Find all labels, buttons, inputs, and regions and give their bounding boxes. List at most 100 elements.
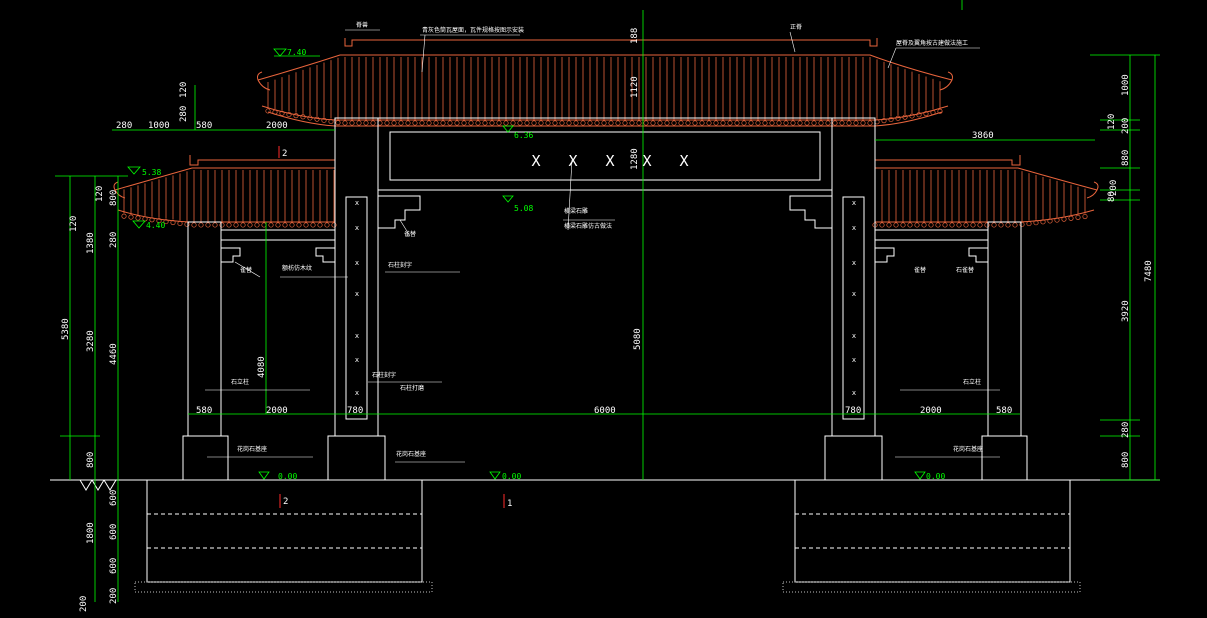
roof-tile-end <box>303 222 309 228</box>
roof-tile-end <box>468 120 474 126</box>
roof-tile-end <box>923 111 929 117</box>
plaque-mark: X <box>531 152 540 170</box>
left-ridge-end <box>189 155 335 166</box>
roof-tile-end <box>447 120 453 126</box>
roof-tile-end <box>748 120 754 126</box>
roof-tile-end <box>419 120 425 126</box>
roof-tile-end <box>685 120 691 126</box>
elev-ground-right: 0.00 <box>926 472 945 481</box>
roof-tile-end <box>942 222 948 228</box>
roof-tile-end <box>412 120 418 126</box>
roof-tile-end <box>893 222 899 228</box>
dim-text-1000: 1000 <box>148 121 170 131</box>
roof-tile-end <box>482 120 488 126</box>
plaque-mark: X <box>642 152 651 170</box>
plaque-mark: X <box>568 152 577 170</box>
note-col-1: 石柱刻字 <box>388 261 412 269</box>
roof-tile-end <box>1005 222 1011 228</box>
roof-tile-end <box>356 120 362 126</box>
roof-tile-end <box>907 222 913 228</box>
leader-lines <box>205 29 1000 463</box>
main-ridge-end-left <box>344 38 878 47</box>
note-far-right: 屋脊及翼角按古建做法施工 <box>896 39 968 47</box>
elev-main-top: 7.40 <box>287 48 306 57</box>
vdim-right-800: 800 <box>1121 452 1131 468</box>
plaque-marks: X X X X X <box>531 152 688 170</box>
roof-tile-end <box>888 116 894 123</box>
vdim-found-600b: 600 <box>109 524 119 540</box>
note-bracket-right: 雀替 <box>914 266 926 274</box>
note-bracket-right-2: 石雀替 <box>956 266 974 274</box>
main-roof-eave-line <box>267 111 943 127</box>
leader-top-center-down <box>421 34 426 73</box>
note-center-2: 横梁石雕仿古做法 <box>564 222 612 230</box>
roof-tile-end <box>254 222 260 228</box>
vdim-right-200b: 200 <box>1109 180 1119 196</box>
roof-tile-end <box>296 222 302 228</box>
main-beam-frame <box>377 117 833 191</box>
section-markers <box>278 146 505 508</box>
roof-tile-end <box>755 120 761 126</box>
vdim-found-600c: 600 <box>109 558 119 574</box>
roof-tile-end <box>363 120 369 126</box>
roof-tile-end <box>475 120 481 126</box>
roof-tile-end <box>310 222 316 228</box>
roof-tile-end <box>636 120 642 126</box>
bracket-side-left-b <box>315 247 335 263</box>
roof-tile-end <box>191 222 197 228</box>
bracket-side-right-a <box>875 247 895 263</box>
vdim-800b: 800 <box>109 190 119 206</box>
vdim-right-200: 200 <box>1121 118 1131 134</box>
plaque-mark: X <box>605 152 614 170</box>
roof-tile-end <box>867 120 873 126</box>
roof-tile-end <box>1075 214 1081 220</box>
roof-tile-end <box>433 120 439 126</box>
roof-tile-end <box>811 120 817 126</box>
roof-tile-end <box>454 120 460 126</box>
roof-tile-end <box>713 120 719 126</box>
note-side-col-left: 石立柱 <box>231 378 249 386</box>
roof-tile-end <box>935 222 941 228</box>
bracket-side-right-b <box>968 247 988 263</box>
column-x-mark: x <box>355 332 359 340</box>
elev-mark-ground-right <box>914 471 926 480</box>
foundation-right <box>794 479 1071 583</box>
roof-tile-end <box>496 120 502 126</box>
roof-tile-end <box>587 120 593 126</box>
roof-tile-end <box>268 222 274 228</box>
roof-tile-end <box>769 120 775 126</box>
roof-tile-end <box>886 222 892 228</box>
roof-tile-end <box>275 222 281 228</box>
roof-tile-end <box>879 222 885 228</box>
plaque-inner <box>389 131 821 181</box>
note-side-col-right: 石立柱 <box>963 378 981 386</box>
vdim-4080: 4080 <box>257 356 267 378</box>
roof-tile-end <box>622 120 628 126</box>
vdim-1120: 1120 <box>630 76 640 98</box>
roof-tile-end <box>984 222 990 228</box>
roof-tile-end <box>282 222 288 228</box>
roof-tile-end <box>846 120 852 126</box>
roof-tile-end <box>510 120 516 126</box>
elevation-labels: 7.40 6.36 5.38 4.40 5.08 0.00 0.00 0.00 <box>142 48 945 481</box>
vdim-280: 280 <box>109 232 119 248</box>
vdim-5380: 5380 <box>61 318 71 340</box>
elev-mark-ground-center <box>489 471 501 480</box>
roof-tile-end <box>692 120 698 126</box>
roof-tile-end <box>552 120 558 126</box>
roof-tile-end <box>531 120 537 126</box>
section-label-upper: 2 <box>282 149 287 159</box>
left-roof-left-horn <box>113 181 126 199</box>
roof-tile-end <box>629 120 635 126</box>
roof-tile-end <box>321 117 327 123</box>
roof-outlines <box>113 38 1099 223</box>
vdim-right-7480: 7480 <box>1144 260 1154 282</box>
vdim-800: 800 <box>86 452 96 468</box>
vdim-188: 188 <box>630 28 640 44</box>
roof-tile-end <box>405 120 411 126</box>
column-x-mark: x <box>852 389 856 397</box>
vdim-3280: 3280 <box>86 330 96 352</box>
column-x-mark: x <box>355 199 359 207</box>
